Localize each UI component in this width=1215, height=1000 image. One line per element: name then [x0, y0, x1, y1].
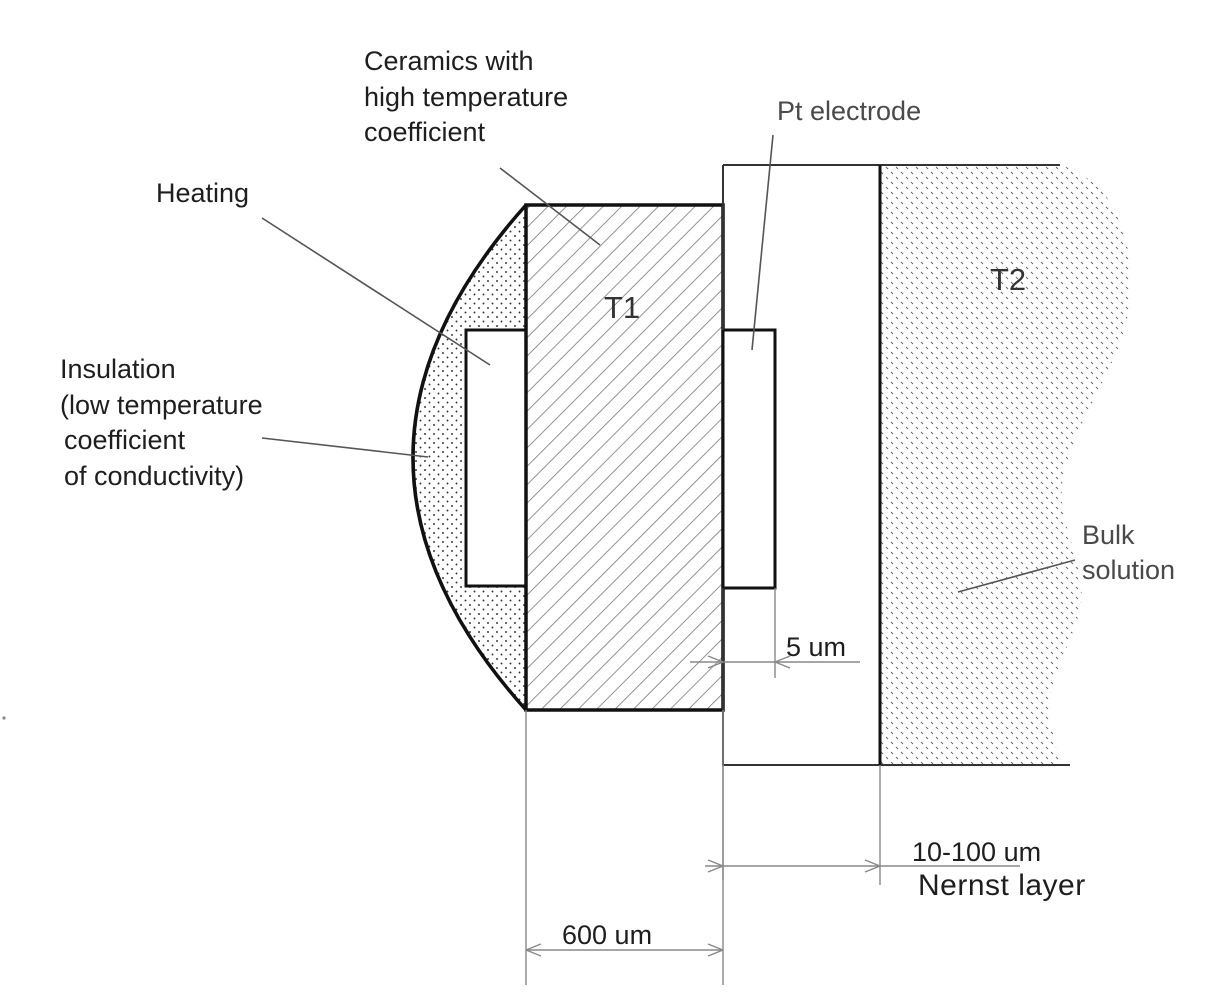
- insulation-label-line1: Insulation: [60, 354, 176, 384]
- t2-label: T2: [990, 262, 1027, 297]
- dim-5um-arrow-right: [774, 655, 791, 669]
- dim-5um-label: 5 um: [786, 632, 847, 662]
- insulation-leader: [261, 437, 429, 458]
- heating-label: Heating: [156, 178, 250, 208]
- pt-electrode-label: Pt electrode: [777, 96, 922, 126]
- dim-10-100um-label: 10-100 um: [912, 837, 1042, 867]
- dim-600um-label: 600 um: [562, 920, 653, 950]
- edge-speck: [2, 716, 6, 720]
- dim-5um-arrow-left: [707, 655, 724, 669]
- insulation-label: Insulation (low temperature coefficient …: [60, 352, 263, 495]
- heating-leader: [261, 217, 491, 366]
- insulation-label-line2: (low temperature: [60, 389, 263, 420]
- insulation-label-line4: of conductivity): [64, 460, 245, 491]
- insulation-outline: [411, 203, 528, 712]
- bulk-solution-region: [880, 165, 1131, 765]
- pt-electrode-leader: [751, 134, 774, 351]
- dim-10-100-arrow-right: [864, 859, 881, 873]
- ceramics-leader: [499, 167, 601, 246]
- nernst-layer-label: Nernst layer: [918, 869, 1086, 902]
- pt-electrode: [721, 328, 777, 590]
- ceramics-label-line2: high temperature: [364, 81, 569, 112]
- bulk-leader: [957, 559, 1076, 593]
- bulk-solution-label-line1: Bulk: [1082, 520, 1135, 550]
- dim-10-100-arrow-left: [707, 859, 724, 873]
- ceramics-label: Ceramics with high temperature coefficie…: [364, 44, 568, 151]
- dim-600-arrow-right: [707, 943, 724, 957]
- ceramics-label-line1: Ceramics with: [364, 46, 534, 76]
- bulk-solution-label-line2: solution: [1082, 555, 1176, 586]
- t1-label: T1: [604, 290, 641, 325]
- ceramic-body: [524, 203, 725, 712]
- heating-element: [464, 328, 528, 588]
- insulation-label-line3: coefficient: [64, 425, 186, 456]
- dim-600-arrow-left: [525, 943, 542, 957]
- ceramics-label-line3: coefficient: [364, 117, 486, 148]
- bulk-solution-label: Bulk solution: [1082, 518, 1175, 588]
